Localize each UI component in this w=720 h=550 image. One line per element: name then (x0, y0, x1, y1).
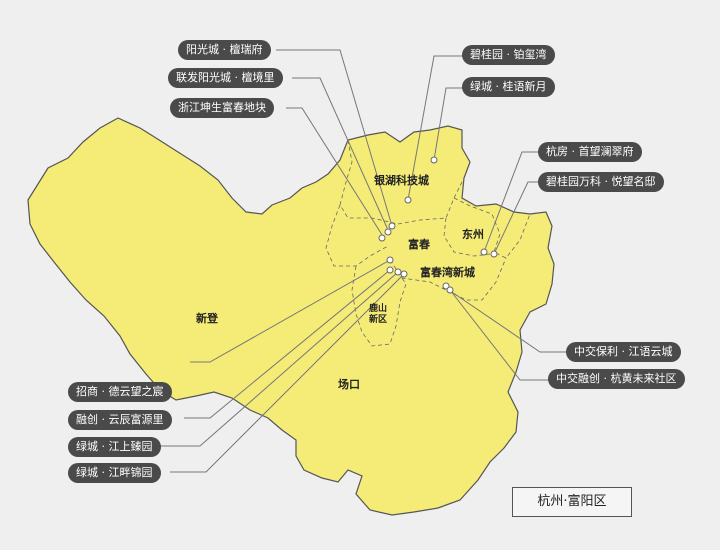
leader-line-p8 (445, 287, 568, 353)
boundary-lushan (351, 265, 407, 347)
leader-line-p3 (286, 107, 385, 239)
marker-p13[interactable] (400, 270, 408, 278)
marker-p11[interactable] (386, 266, 394, 274)
marker-p1[interactable] (388, 222, 396, 230)
leader-lines (160, 49, 568, 473)
leader-line-p4 (407, 55, 466, 201)
region-fuchun: 富春 (408, 238, 430, 251)
project-label-p5[interactable]: 绿城 · 桂语新月 (462, 77, 555, 97)
project-label-p12[interactable]: 绿城 · 江上臻园 (68, 437, 161, 457)
marker-p12[interactable] (394, 268, 402, 276)
marker-p10[interactable] (386, 256, 394, 264)
leader-line-p9 (449, 289, 550, 381)
project-label-p10[interactable]: 招商 · 德云望之宸 (68, 382, 172, 402)
marker-p3[interactable] (378, 234, 386, 242)
region-dongzhou: 东州 (462, 228, 484, 241)
leader-line-p13 (170, 273, 405, 473)
marker-p7[interactable] (490, 250, 498, 258)
boundary-fuchun-east (443, 217, 491, 257)
boundary-yinhu (339, 139, 465, 225)
region-lushan: 鹿山新区 (368, 304, 387, 325)
leader-line-p10 (190, 259, 391, 363)
region-changkou: 场口 (338, 378, 360, 391)
leader-line-p5 (433, 87, 466, 161)
marker-p5[interactable] (430, 156, 438, 164)
leader-line-p2 (292, 77, 389, 231)
marker-p6[interactable] (480, 248, 488, 256)
boundary-dongzhou (453, 197, 531, 259)
marker-p2[interactable] (384, 228, 392, 236)
project-label-p9[interactable]: 中交融创 · 杭黄未来社区 (548, 369, 685, 389)
project-label-p8[interactable]: 中交保利 · 江语云城 (566, 342, 681, 362)
project-label-p13[interactable]: 绿城 · 江畔锦园 (68, 463, 161, 483)
leader-line-p11 (184, 269, 391, 419)
marker-p8[interactable] (442, 282, 450, 290)
leader-line-p7 (493, 181, 540, 255)
leader-line-p6 (483, 151, 542, 253)
boundary-fuchun-west (325, 204, 389, 267)
project-label-p3[interactable]: 浙江坤生富春地块 (170, 98, 274, 118)
project-label-p2[interactable]: 联发阳光城 · 檀境里 (168, 68, 283, 88)
project-label-p1[interactable]: 阳光城 · 檀瑞府 (178, 40, 271, 60)
project-label-p11[interactable]: 融创 · 云辰富源里 (68, 410, 172, 430)
marker-p4[interactable] (404, 196, 412, 204)
project-label-p7[interactable]: 碧桂园万科 · 悦望名邸 (538, 172, 664, 192)
leader-line-p1 (276, 49, 393, 227)
marker-p9[interactable] (446, 286, 454, 294)
project-label-p6[interactable]: 杭房 · 首望澜翠府 (538, 142, 642, 162)
region-yinhu: 银湖科技城 (374, 174, 429, 187)
project-label-p4[interactable]: 碧桂园 · 铂玺湾 (462, 45, 555, 65)
region-fuchunwan: 富春湾新城 (420, 266, 475, 279)
map-title: 杭州·富阳区 (512, 487, 632, 517)
project-markers (378, 156, 498, 294)
region-xindeng: 新登 (196, 312, 218, 325)
leader-line-p12 (160, 271, 399, 447)
